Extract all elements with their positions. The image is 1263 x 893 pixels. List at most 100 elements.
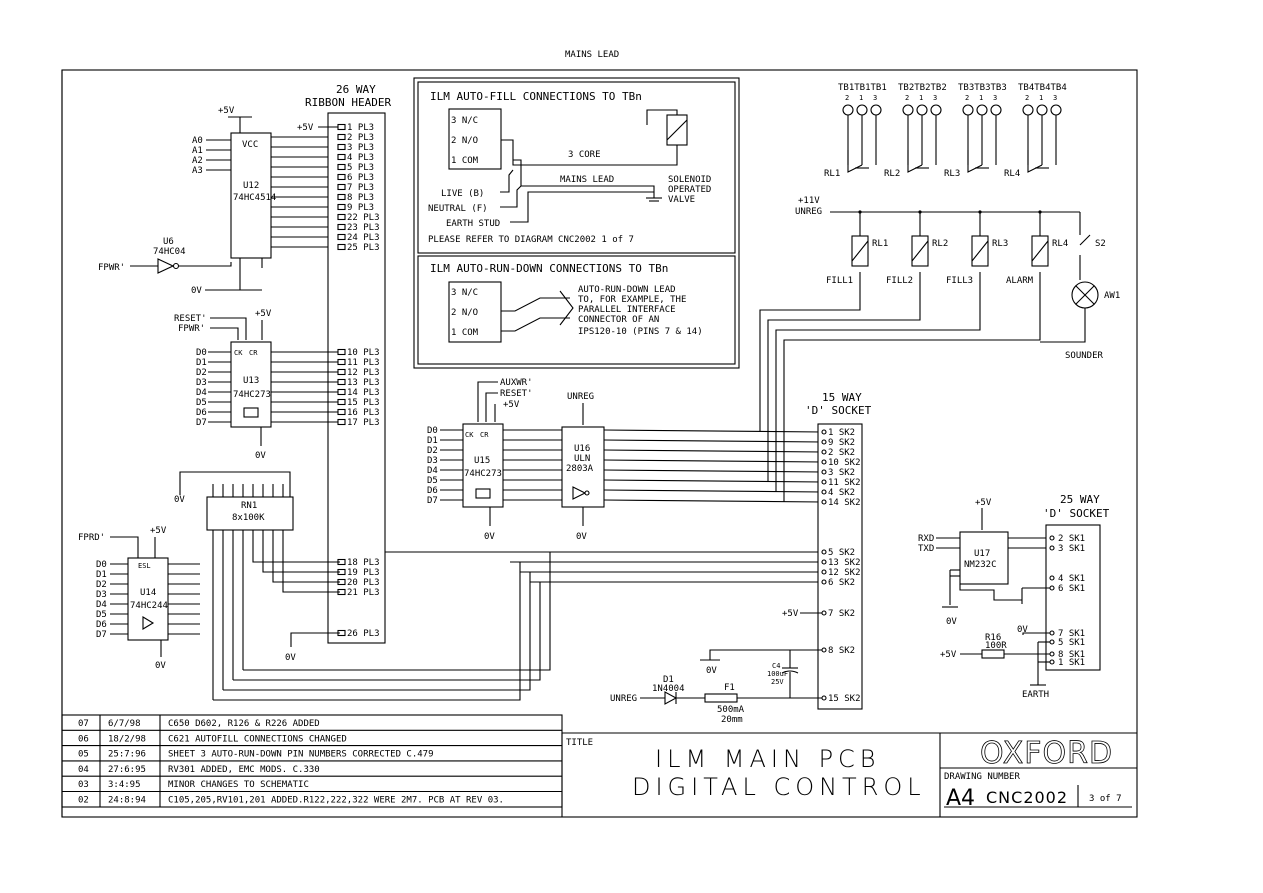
u14-input-label: D2 <box>96 580 107 590</box>
rn1-name: RN1 <box>241 501 257 511</box>
autorun-note-4: CONNECTOR OF AN <box>578 315 659 325</box>
u15-reset: RESET' <box>500 389 533 399</box>
sk1-zero-v: 0V <box>1017 625 1028 635</box>
power-f1: F1 <box>724 683 735 693</box>
relay-junction <box>1038 210 1042 214</box>
ribbon-pin-marker <box>337 143 346 151</box>
ribbon-pin-label: 2 PL3 <box>347 133 374 143</box>
sk2-pin-marker <box>821 695 827 701</box>
ribbon-pin-label: 26 PL3 <box>347 629 380 639</box>
u13-input-label: D1 <box>196 358 207 368</box>
u17-name: U17 <box>974 549 990 559</box>
terminal-screw <box>902 104 914 116</box>
u15-part: 74HC273 <box>464 469 502 479</box>
ribbon-pin-label: 23 PL3 <box>347 223 380 233</box>
u13-input-label: D7 <box>196 418 207 428</box>
autorun-note-5: IPS120-10 (PINS 7 & 14) <box>578 327 703 337</box>
terminal-relay-label: RL2 <box>884 169 900 179</box>
sk2-pin-label: 7 SK2 <box>828 609 855 619</box>
sk2-pin-label: 15 SK2 <box>828 694 861 704</box>
terminal-screw <box>1050 104 1062 116</box>
revision-number: 05 <box>78 750 89 760</box>
u17-rxd: RXD <box>918 534 934 544</box>
ribbon-pin-marker <box>337 243 346 251</box>
revision-number: 04 <box>78 765 89 775</box>
u15-ck: CK <box>465 431 474 439</box>
terminal-pin-number: 1 <box>919 94 923 102</box>
title-label: TITLE <box>566 738 593 748</box>
u12-name: U12 <box>243 181 259 191</box>
u15-input-label: D3 <box>427 456 438 466</box>
sk2-pin-label: 9 SK2 <box>828 438 855 448</box>
drawing-number-label: DRAWING NUMBER <box>944 772 1020 782</box>
revision-text: C621 AUTOFILL CONNECTIONS CHANGED <box>168 734 347 744</box>
sk2-pin-label: 8 SK2 <box>828 646 855 656</box>
power-unreg: UNREG <box>610 694 637 704</box>
relay-coil-function: FILL1 <box>826 276 853 286</box>
relay-section: +11V UNREG RL1FILL1RL2FILL2RL3FILL3RL4AL… <box>795 196 1120 361</box>
sk1-pin-label: 7 SK1 <box>1058 629 1085 639</box>
ribbon-pin-marker <box>337 388 346 396</box>
sk2-pin-label: 4 SK2 <box>828 488 855 498</box>
relay-sounder-ref: AW1 <box>1104 291 1120 301</box>
drawing-sheet: 3 of 7 <box>1089 794 1122 804</box>
u16-driver: UNREG U16 ULN 2803A 0V <box>503 272 1041 542</box>
ribbon-pin-label: 9 PL3 <box>347 203 374 213</box>
sk2-pin-marker <box>821 479 827 485</box>
revision-text: RV301 ADDED, EMC MODS. C.330 <box>168 765 320 775</box>
ribbon-pin-label: 17 PL3 <box>347 418 380 428</box>
sk2-pin-label: 12 SK2 <box>828 568 861 578</box>
sk2-pin-label: 13 SK2 <box>828 558 861 568</box>
ribbon-pin-marker <box>337 223 346 231</box>
autorun-panel: ILM AUTO-RUN-DOWN CONNECTIONS TO TBn 3 N… <box>417 255 736 365</box>
terminal-screw <box>916 104 928 116</box>
u14-input-label: D7 <box>96 630 107 640</box>
terminal-pin-number: 1 <box>979 94 983 102</box>
u17-txd: TXD <box>918 544 934 554</box>
sk1-pin-label: 8 SK1 <box>1058 650 1085 660</box>
ribbon-pin-label: 25 PL3 <box>347 243 380 253</box>
u12-in-a0: A0 <box>192 136 203 146</box>
u12-vcc-label: VCC <box>242 140 258 150</box>
sk2-pin-label: 3 SK2 <box>828 468 855 478</box>
terminal-pin-number: 3 <box>873 94 877 102</box>
sk1-pin-label: 6 SK1 <box>1058 584 1085 594</box>
ribbon-pin-label: 21 PL3 <box>347 588 380 598</box>
u15-input-label: D0 <box>427 426 438 436</box>
ribbon-pin-label: 12 PL3 <box>347 368 380 378</box>
revision-date: 24:8:94 <box>108 796 146 806</box>
drawing-number: CNC2002 <box>986 788 1068 807</box>
ribbon-pin-label: 4 PL3 <box>347 153 374 163</box>
autorun-note-2: TO, FOR EXAMPLE, THE <box>578 295 686 305</box>
revision-date: 27:6:95 <box>108 765 146 775</box>
rn1-value: 8x100K <box>232 513 265 523</box>
u14-fprd: FPRD' <box>78 533 105 543</box>
ribbon-pin-marker <box>337 408 346 416</box>
u16-unreg: UNREG <box>567 392 594 402</box>
relay-coil-function: ALARM <box>1006 276 1034 286</box>
u16-part-2: 2803A <box>566 464 594 474</box>
autofill-nc: 3 N/C <box>451 116 478 126</box>
sk2-pin-label: 1 SK2 <box>828 428 855 438</box>
sk1-earth: EARTH <box>1022 690 1049 700</box>
terminal-label: TB3TB3TB3 <box>958 83 1007 93</box>
revision-text: SHEET 3 AUTO-RUN-DOWN PIN NUMBERS CORREC… <box>168 750 434 760</box>
autofill-title: ILM AUTO-FILL CONNECTIONS TO TBn <box>430 90 642 103</box>
autorun-com: 1 COM <box>451 328 479 338</box>
ribbon-pin-label: 16 PL3 <box>347 408 380 418</box>
sk1-pin-label: 4 SK1 <box>1058 574 1085 584</box>
u15-input-label: D1 <box>427 436 438 446</box>
ribbon-pin-marker <box>337 123 346 131</box>
sk1-pin-marker <box>1049 585 1055 591</box>
ribbon-pin-marker <box>337 153 346 161</box>
u13-cr: CR <box>249 349 258 357</box>
terminal-screw <box>990 104 1002 116</box>
ribbon-plus5v: +5V <box>297 123 314 133</box>
u13-input-label: D0 <box>196 348 207 358</box>
revision-date: 18/2/98 <box>108 734 146 744</box>
relay-junction <box>858 210 862 214</box>
autofill-solenoid-3: VALVE <box>668 195 695 205</box>
